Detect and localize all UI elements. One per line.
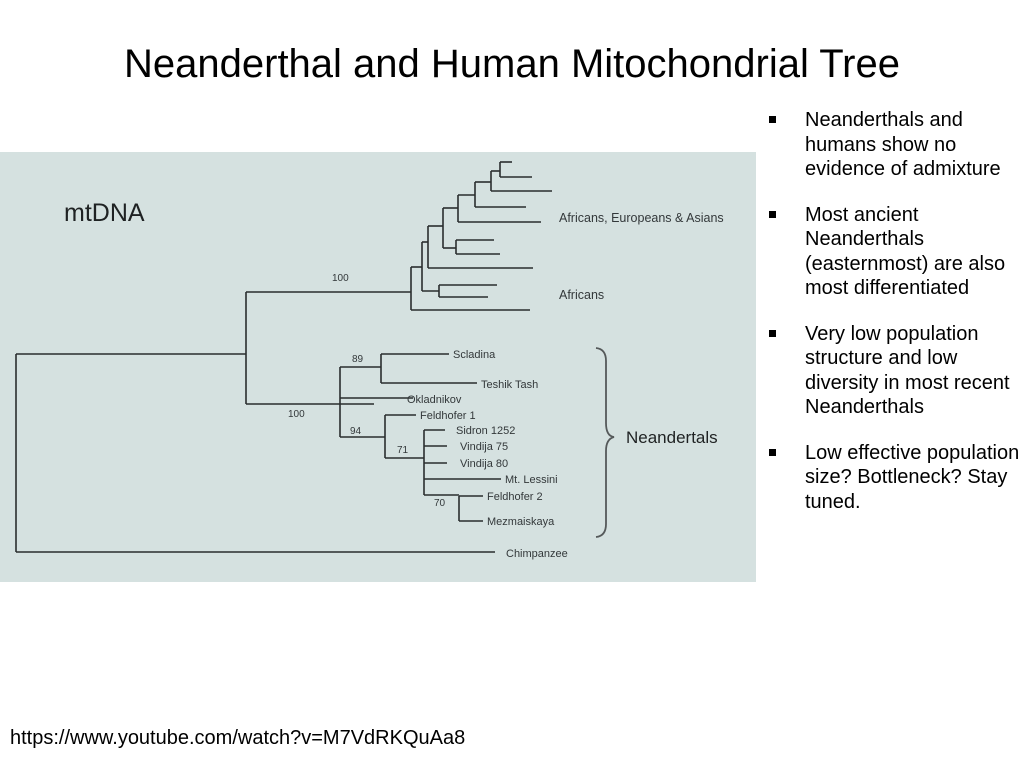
bullet-square-icon [769,116,776,123]
leaf-label-vindija75: Vindija 75 [460,441,508,453]
bullet-item: Very low population structure and low di… [766,322,1021,420]
leaf-label-lessini: Mt. Lessini [505,474,558,486]
leaf-label-feldhofer2: Feldhofer 2 [487,491,543,503]
bullet-square-icon [769,329,776,337]
bullet-list: Neanderthals and humans show no evidence… [766,108,1021,535]
leaf-label-vindija80: Vindija 80 [460,458,508,470]
bullet-text: Neanderthals and humans show no evidence… [805,109,1001,180]
bullet-item: Most ancient Neanderthals (easternmost) … [766,203,1021,301]
bootstrap-human-clade: 100 [332,273,349,284]
bullet-text: Low effective population size? Bottlenec… [805,441,1020,513]
bullet-square-icon [769,210,776,218]
leaf-label-teshik-tash: Teshik Tash [481,379,538,391]
group-label-neandertals: Neandertals [626,428,718,447]
bootstrap-neandertal-clade: 100 [288,409,305,420]
phylogenetic-tree-figure: mtDNA [0,152,756,582]
bootstrap-feldhofer2-mez: 70 [434,498,446,509]
group-label-modern-mixed: Africans, Europeans & Asians [559,211,724,225]
leaf-label-okladnikov: Okladnikov [407,394,462,406]
group-label-africans: Africans [559,288,604,302]
bootstrap-western-neandertal: 71 [397,445,409,456]
tree-svg: mtDNA [15,161,724,560]
bullet-item: Low effective population size? Bottlenec… [766,441,1021,515]
bullet-square-icon [769,448,776,456]
bullet-text: Most ancient Neanderthals (easternmost) … [805,203,1006,300]
bullet-text: Very low population structure and low di… [805,322,1010,419]
neandertal-bracket [595,347,615,538]
tree-title: mtDNA [64,199,145,227]
source-link[interactable]: https://www.youtube.com/watch?v=M7VdRKQu… [10,727,466,749]
leaf-label-feldhofer1: Feldhofer 1 [420,410,476,422]
leaf-label-chimpanzee: Chimpanzee [506,548,568,560]
bullet-item: Neanderthals and humans show no evidence… [766,108,1021,182]
leaf-label-mezmaiskaya: Mezmaiskaya [487,516,555,528]
slide-title: Neanderthal and Human Mitochondrial Tree [124,42,900,86]
leaf-label-sidron: Sidron 1252 [456,425,515,437]
leaf-label-scladina: Scladina [453,349,496,361]
bootstrap-inner-neandertal: 94 [350,426,362,437]
bootstrap-scladina-teshik: 89 [352,354,364,365]
